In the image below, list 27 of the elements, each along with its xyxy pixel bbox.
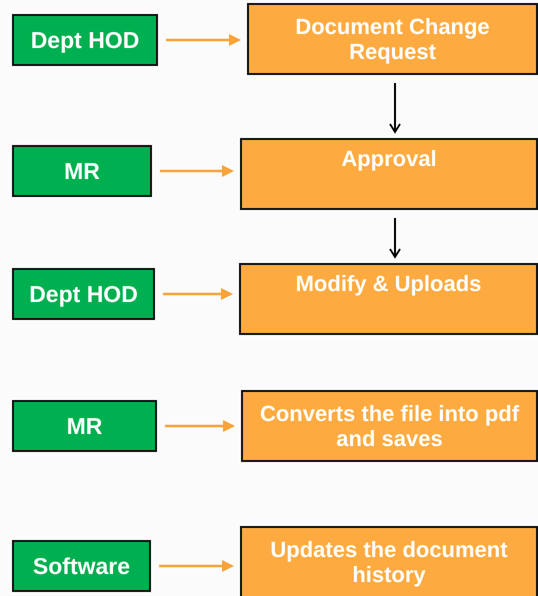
process-box xyxy=(239,263,538,335)
role-box xyxy=(12,268,155,320)
box-label: Software xyxy=(32,552,130,580)
box-label: MR xyxy=(66,412,102,440)
arrow xyxy=(389,83,401,133)
role-box xyxy=(12,400,157,452)
arrow xyxy=(389,218,401,258)
box-label: Document Change Request xyxy=(294,14,491,64)
arrow xyxy=(159,560,234,572)
arrow xyxy=(166,34,241,46)
box-label: Approval xyxy=(341,146,437,172)
box-label: MR xyxy=(64,158,100,184)
process-box xyxy=(240,526,538,596)
box-label: Converts the file into pdf and saves xyxy=(258,400,520,452)
role-box xyxy=(12,540,151,592)
role-box xyxy=(12,145,152,197)
box-label: Dept HOD xyxy=(29,280,138,308)
box-label: Updates the document history xyxy=(269,536,509,588)
process-box xyxy=(241,390,538,462)
arrow xyxy=(160,165,234,177)
process-box xyxy=(247,3,538,75)
box-label: Modify & Uploads xyxy=(296,271,482,296)
box-label: Dept HOD xyxy=(30,26,140,54)
arrow xyxy=(165,420,235,432)
role-box xyxy=(12,14,158,66)
process-box xyxy=(240,138,538,210)
arrow xyxy=(163,288,233,300)
